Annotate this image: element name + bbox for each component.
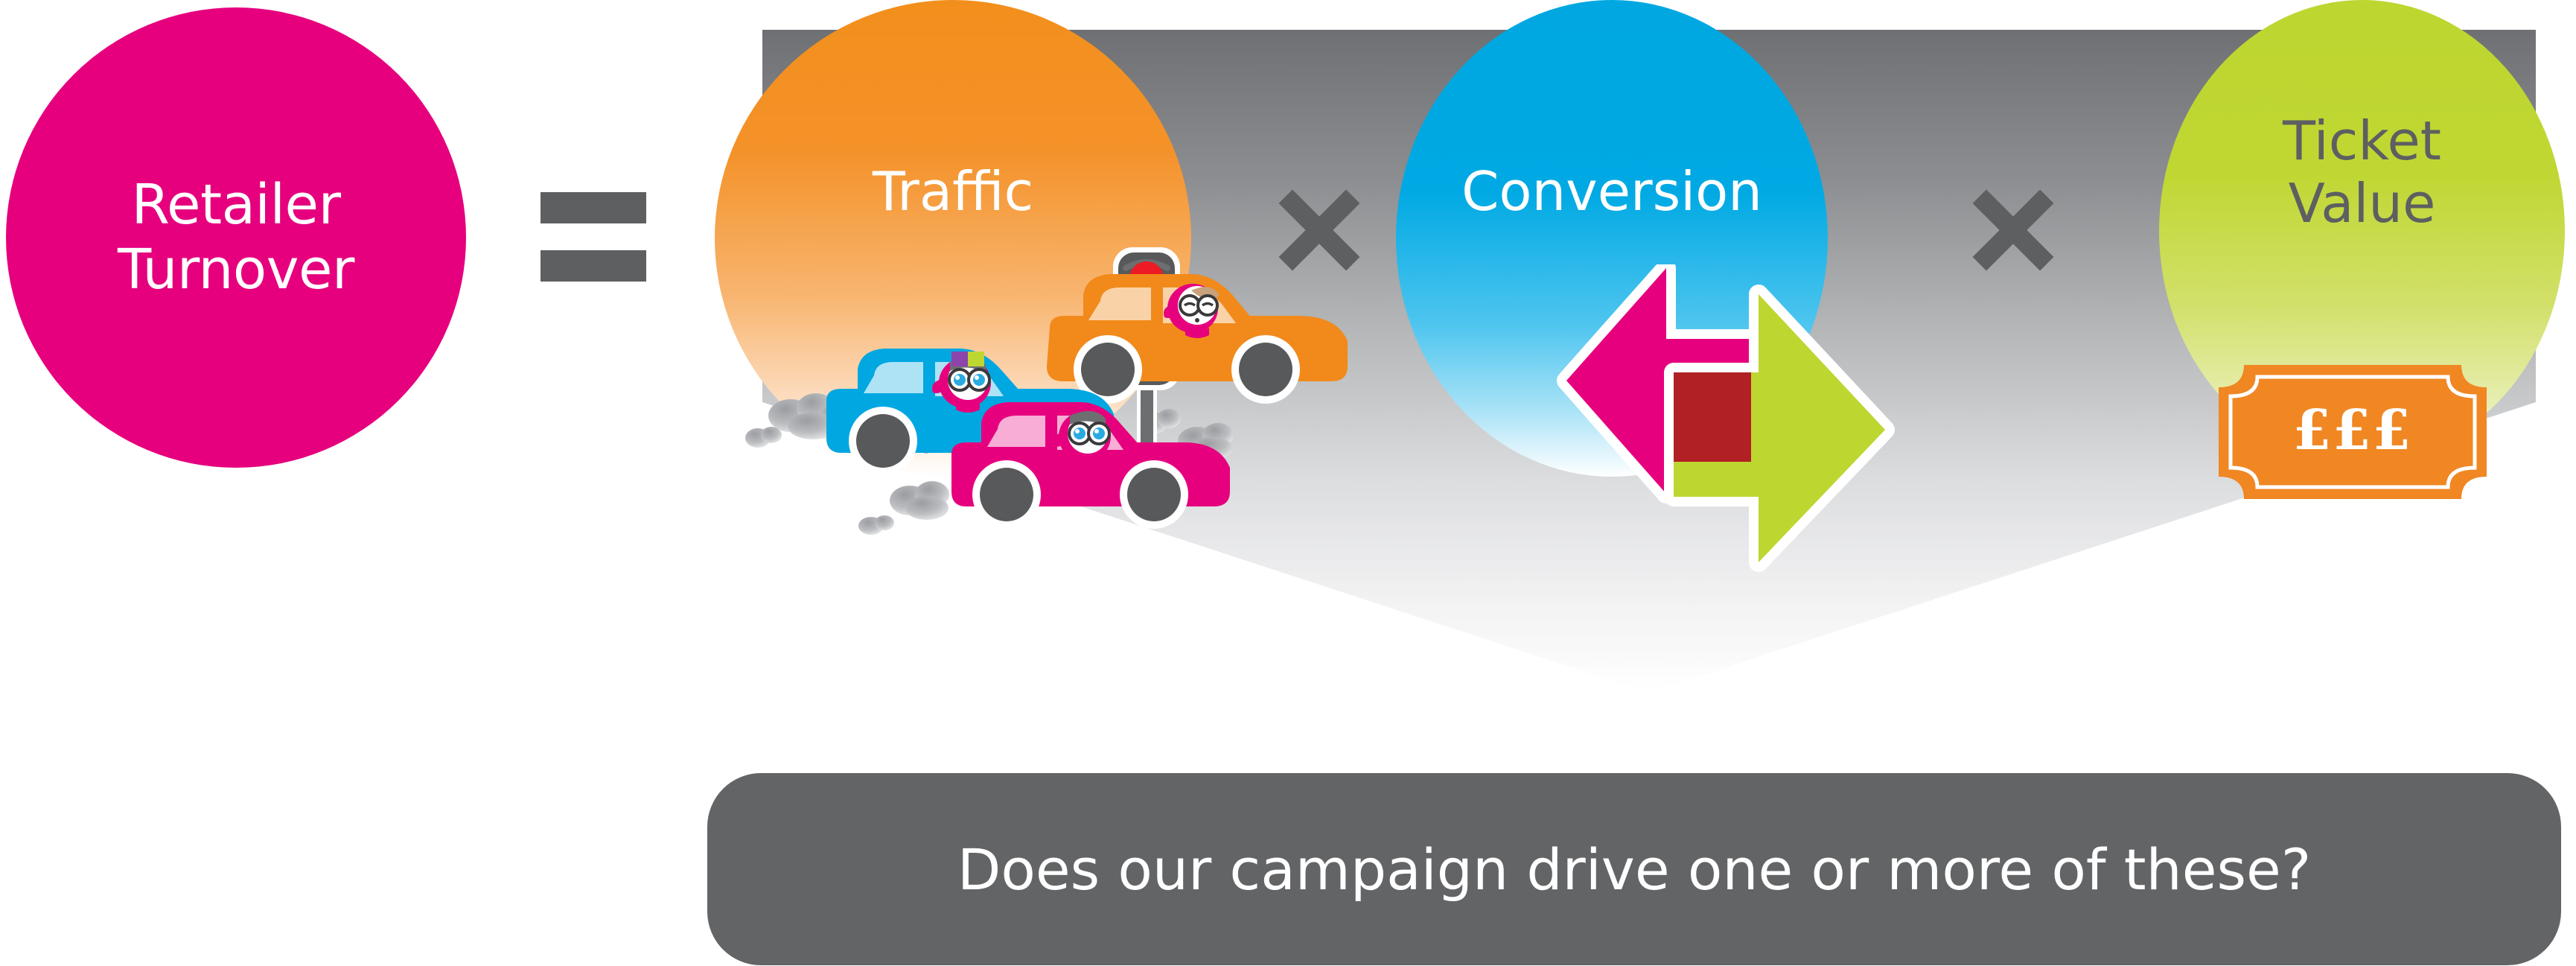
multiply-sign-1-icon [1275,186,1363,274]
equals-bar-bottom [541,250,646,282]
retailer-turnover-node: Retailer Turnover [6,7,466,468]
pink-car-driver-avatar [1052,410,1111,466]
price-ticket-icon: £££ [2219,365,2487,499]
equals-sign-icon [541,192,646,282]
ticket-value-label: Ticket Value [2282,109,2441,235]
orange-car-icon [1047,274,1348,404]
equals-bar-top [541,192,646,223]
conversion-label: Conversion [1461,160,1762,223]
caption-text: Does our campaign drive one or more of t… [957,836,2312,903]
caption-bar: Does our campaign drive one or more of t… [707,773,2561,965]
arrow-overlap-region [1674,372,1751,462]
orange-car-driver-avatar [1164,284,1220,338]
pink-car-icon [951,402,1230,529]
traffic-scene-illustration [745,247,1348,535]
retailer-turnover-label: Retailer Turnover [118,172,354,302]
conversion-arrows-illustration [1557,264,1895,572]
traffic-label: Traffic [872,160,1034,223]
blue-car-driver-avatar [932,352,991,413]
multiply-sign-2-icon [1969,186,2057,274]
ticket-voucher-amount: £££ [2292,398,2413,463]
